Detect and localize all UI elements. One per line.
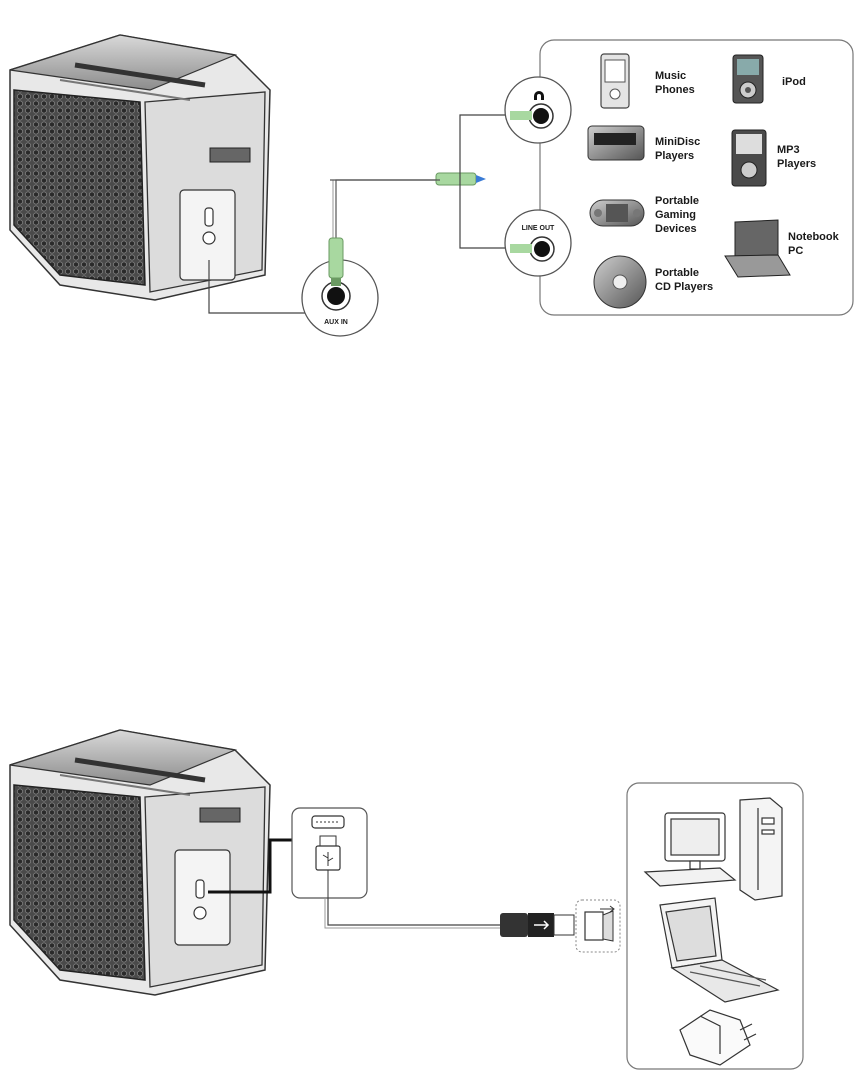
usb-cable-line — [328, 898, 500, 925]
device-label-minidisc-1: MiniDisc — [655, 136, 700, 148]
device-label-gaming-1: Portable — [655, 195, 699, 207]
music-phone-icon — [601, 54, 629, 108]
device-label-notebook-2: PC — [788, 245, 803, 257]
device-label-mp3-1: MP3 — [777, 144, 800, 156]
micro-usb-box — [292, 808, 367, 898]
cd-player-icon — [594, 256, 646, 308]
device-label-mp3-2: Players — [777, 158, 816, 170]
device-label-music-2: Phones — [655, 84, 695, 96]
minidisc-icon — [588, 126, 644, 160]
device-label-ipod: iPod — [782, 76, 806, 88]
bottom-diagram — [10, 730, 803, 1069]
middle-plug — [330, 173, 486, 185]
speaker-usb-icon — [10, 730, 270, 995]
device-label-music-1: Music — [655, 70, 686, 82]
ipod-icon — [733, 55, 763, 103]
mp3-player-icon — [732, 130, 766, 186]
gaming-device-icon — [590, 200, 644, 226]
speaker-icon — [10, 35, 270, 300]
device-label-gaming-3: Devices — [655, 223, 697, 235]
usb-a-plug — [500, 913, 574, 937]
aux-in-label: AUX IN — [324, 319, 348, 326]
device-label-gaming-2: Gaming — [655, 209, 696, 221]
device-label-cd-1: Portable — [655, 267, 699, 279]
device-label-notebook-1: Notebook — [788, 231, 840, 243]
line-out-label: LINE OUT — [522, 225, 555, 232]
device-label-minidisc-2: Players — [655, 150, 694, 162]
usb-port-box — [576, 900, 620, 952]
headphone-port — [505, 77, 571, 143]
device-label-cd-2: CD Players — [655, 281, 713, 293]
top-diagram: AUX IN — [10, 35, 853, 336]
line-out-port: LINE OUT — [505, 210, 571, 276]
